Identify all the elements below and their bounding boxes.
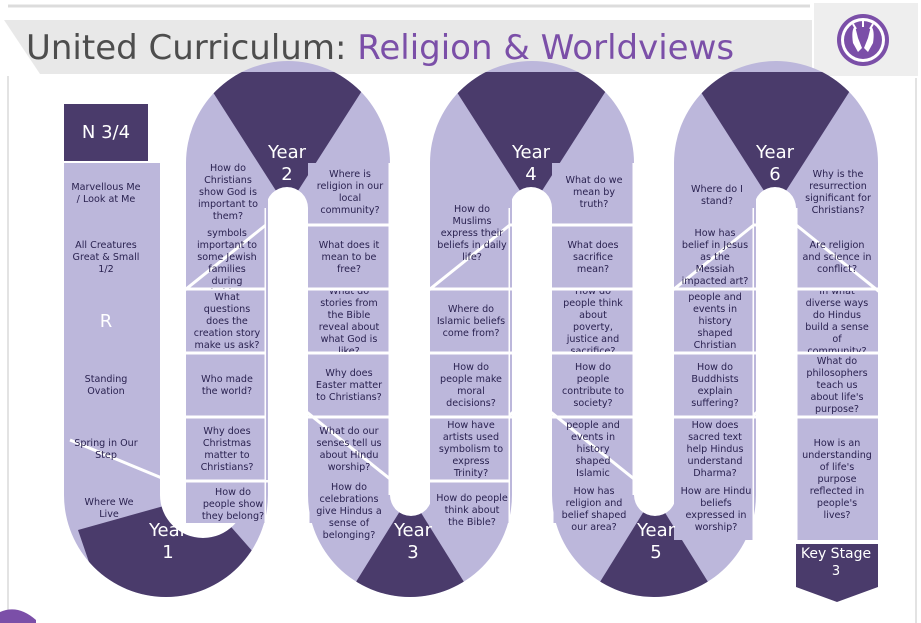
reception-topic: Standing Ovation xyxy=(84,373,128,397)
reception-label: R xyxy=(99,310,113,332)
topic-cell: Where do I stand? xyxy=(691,184,743,207)
topic-cell: Why does Easter matter to Christians? xyxy=(315,367,383,403)
topic-cell: How do Christians show God is important … xyxy=(197,163,259,222)
topic-cell: How is an understanding of life's purpos… xyxy=(802,437,872,521)
nursery-topic: All Creatures Great & Small 1/2 xyxy=(72,239,140,275)
topic-cell: What do our senses tell us about Hindu w… xyxy=(316,425,382,473)
page-title: United Curriculum: Religion & Worldviews xyxy=(26,28,734,68)
topic-cell: In what diverse ways do Hindus build a s… xyxy=(805,291,869,352)
topic-cell: How do people contribute to society? xyxy=(561,361,625,409)
topic-cell: Why are symbols important to some Jewish… xyxy=(196,228,258,289)
title-part-1: United Curriculum: xyxy=(26,28,347,68)
topic-cell: How have people and events in history sh… xyxy=(566,419,620,481)
topic-cell: How does sacred text help Hindus underst… xyxy=(686,419,744,479)
topic-cell: What does it mean to be free? xyxy=(318,240,380,275)
topic-cell: Are religion and science in conflict? xyxy=(802,240,872,275)
title-band xyxy=(4,20,812,74)
topic-cell: Why does Christmas matter to Christians? xyxy=(200,425,254,473)
reception-topic: Spring in Our Step xyxy=(74,437,138,461)
hands-holding-heart-icon xyxy=(837,14,889,66)
corner-decoration xyxy=(0,609,36,623)
nursery-label: N 3/4 xyxy=(81,121,131,143)
topic-cell: How have people and events in history sh… xyxy=(688,291,742,353)
topic-cell: How has religion and belief shaped our a… xyxy=(561,486,627,533)
topic-cell: How do Muslims express their beliefs in … xyxy=(437,204,507,263)
nursery-header xyxy=(64,104,148,161)
topic-cell: What do stories from the Bible reveal ab… xyxy=(318,291,380,352)
topic-cell: How do people make moral decisions? xyxy=(440,361,502,409)
topic-cell: Why is the resurrection significant for … xyxy=(805,169,871,216)
topic-cell: How do Buddhists explain suffering? xyxy=(691,361,739,409)
topic-cell: How do people think about the Bible? xyxy=(436,493,508,528)
nursery-topic: Marvellous Me / Look at Me xyxy=(71,181,141,205)
title-part-2: Religion & Worldviews xyxy=(357,28,735,68)
topic-cell: What does sacrifice mean? xyxy=(567,240,619,275)
topic-cell: How have artists used symbolism to expre… xyxy=(438,419,504,479)
topic-cell: What do we mean by truth? xyxy=(565,175,623,210)
topic-cell: How are Hindu beliefs expressed in worsh… xyxy=(680,486,752,533)
topic-cell: How has belief in Jesus as the Messiah i… xyxy=(681,228,749,287)
topic-cell: Where do Islamic beliefs come from? xyxy=(436,303,506,339)
topic-cell: How do people show they belong? xyxy=(201,487,265,522)
topic-cell: Where is religion in our local community… xyxy=(316,169,384,216)
topic-cell: Who made the world? xyxy=(201,373,253,397)
topic-cell: What questions does the creation story m… xyxy=(193,291,261,351)
key-stage-3-badge xyxy=(796,544,878,602)
topic-cell: What do philosophers teach us about life… xyxy=(806,355,868,415)
topic-cell: How do people think about poverty, justi… xyxy=(563,291,623,352)
topic-cell: How do celebrations give Hindus a sense … xyxy=(316,482,382,541)
reception-topic: Where We Live xyxy=(84,497,134,520)
